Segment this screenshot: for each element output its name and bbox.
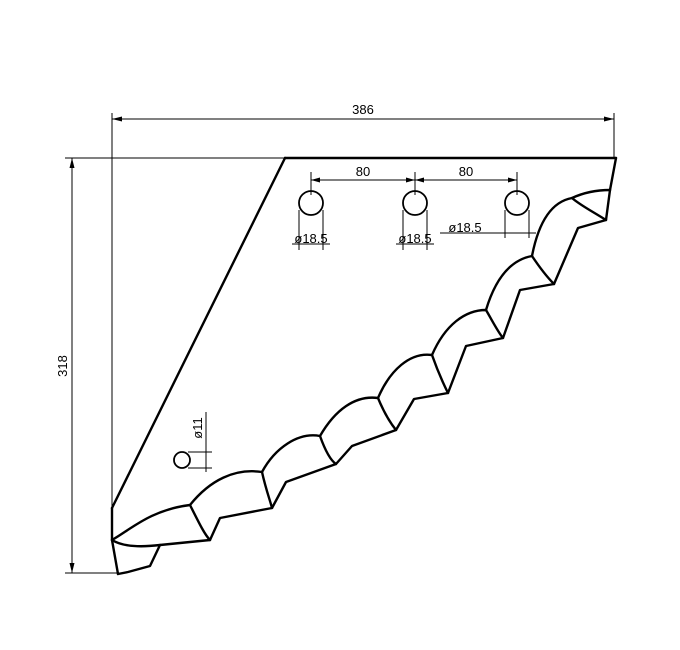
hole-dia-1-label: ø18.5 — [294, 231, 327, 246]
hole-dia-3-label: ø18.5 — [448, 220, 481, 235]
width-dimension-label: 386 — [352, 102, 374, 117]
hole-spacing-2-label: 80 — [459, 164, 473, 179]
small-hole — [173, 451, 191, 469]
width-dimension: 386 — [111, 102, 615, 515]
small-hole-dia-label: ø11 — [190, 417, 205, 438]
hole-spacing-1-label: 80 — [356, 164, 370, 179]
hole-spacing-dimensions: 80 80 — [310, 164, 518, 195]
hole-diameter-dimensions: ø18.5 ø18.5 ø18.5 ø11 — [188, 210, 536, 472]
height-dimension: 318 — [55, 157, 285, 574]
blade-outline — [110, 156, 618, 576]
mounting-holes — [173, 190, 530, 469]
height-dimension-label: 318 — [55, 355, 70, 377]
hole-dia-2-label: ø18.5 — [398, 231, 431, 246]
